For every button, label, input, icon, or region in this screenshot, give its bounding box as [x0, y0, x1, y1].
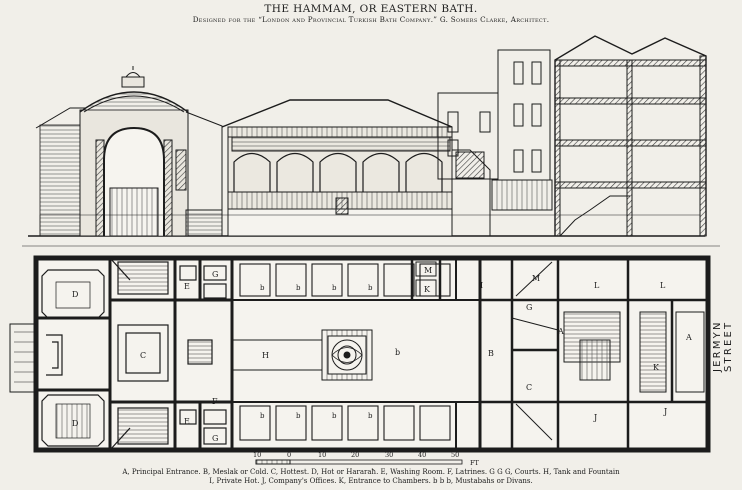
label-b: b [368, 412, 373, 420]
label-b: b [260, 412, 265, 420]
label-B: B [488, 349, 494, 358]
ground-floor-plan [9, 255, 711, 453]
label-J: J [593, 413, 597, 422]
label-D: D [72, 290, 78, 299]
label-b: b [260, 284, 265, 292]
dome-hall [79, 66, 189, 237]
label-G: G [526, 303, 532, 312]
scale-tick: 30 [385, 451, 393, 459]
arcade-hall [221, 99, 453, 237]
fountain [321, 329, 373, 381]
right-building-section [554, 35, 707, 237]
label-C: C [140, 351, 146, 360]
label-J: J [663, 407, 667, 416]
label-b: b [332, 284, 337, 292]
arcade-arches [233, 152, 443, 192]
label-M: M [532, 274, 540, 283]
label-I: I [480, 281, 483, 290]
scale-tick: 10 [253, 451, 261, 459]
scale-tick: 10 [318, 451, 326, 459]
label-b: b [296, 412, 301, 420]
scale-unit: FT [470, 459, 480, 467]
label-H: H [262, 351, 269, 360]
label-b: b [296, 284, 301, 292]
meslak-hall [231, 258, 482, 450]
plan-labels: D D C E E G G F H b B M M K I G C A A L … [72, 266, 692, 443]
office-building [437, 49, 551, 181]
scale-tick: 40 [418, 451, 426, 459]
label-D: D [72, 419, 78, 428]
scale-bar: 10 0 10 20 30 40 50 FT [253, 451, 480, 467]
legend-line: I, Private Hot. J, Company's Offices. K,… [209, 477, 533, 485]
label-L: L [594, 281, 600, 290]
label-b: b [368, 284, 373, 292]
label-G: G [212, 270, 218, 279]
right-wing [410, 258, 708, 450]
label-F: F [212, 397, 218, 406]
label-A: A [685, 333, 692, 342]
label-K: K [424, 285, 431, 294]
label-G: G [212, 434, 218, 443]
label-A: A [557, 327, 564, 336]
scale-tick: 0 [287, 451, 291, 459]
scale-tick: 50 [451, 451, 459, 459]
scale-tick: 20 [351, 451, 359, 459]
page-subtitle: Designed for the “London and Provincial … [192, 15, 550, 24]
page-title: THE HAMMAM, OR EASTERN BATH. [264, 3, 478, 15]
label-b: b [332, 412, 337, 420]
label-E: E [184, 282, 190, 291]
label-E: E [184, 417, 190, 426]
label-b: b [395, 348, 400, 357]
label-L: L [660, 281, 666, 290]
legend-line: A, Principal Entrance. B, Meslak or Cold… [122, 468, 620, 476]
section-elevation [22, 35, 720, 247]
street-label: JERMYN STREET [712, 320, 734, 372]
label-K: K [653, 363, 660, 372]
label-M: M [424, 266, 432, 275]
label-C: C [526, 383, 532, 392]
